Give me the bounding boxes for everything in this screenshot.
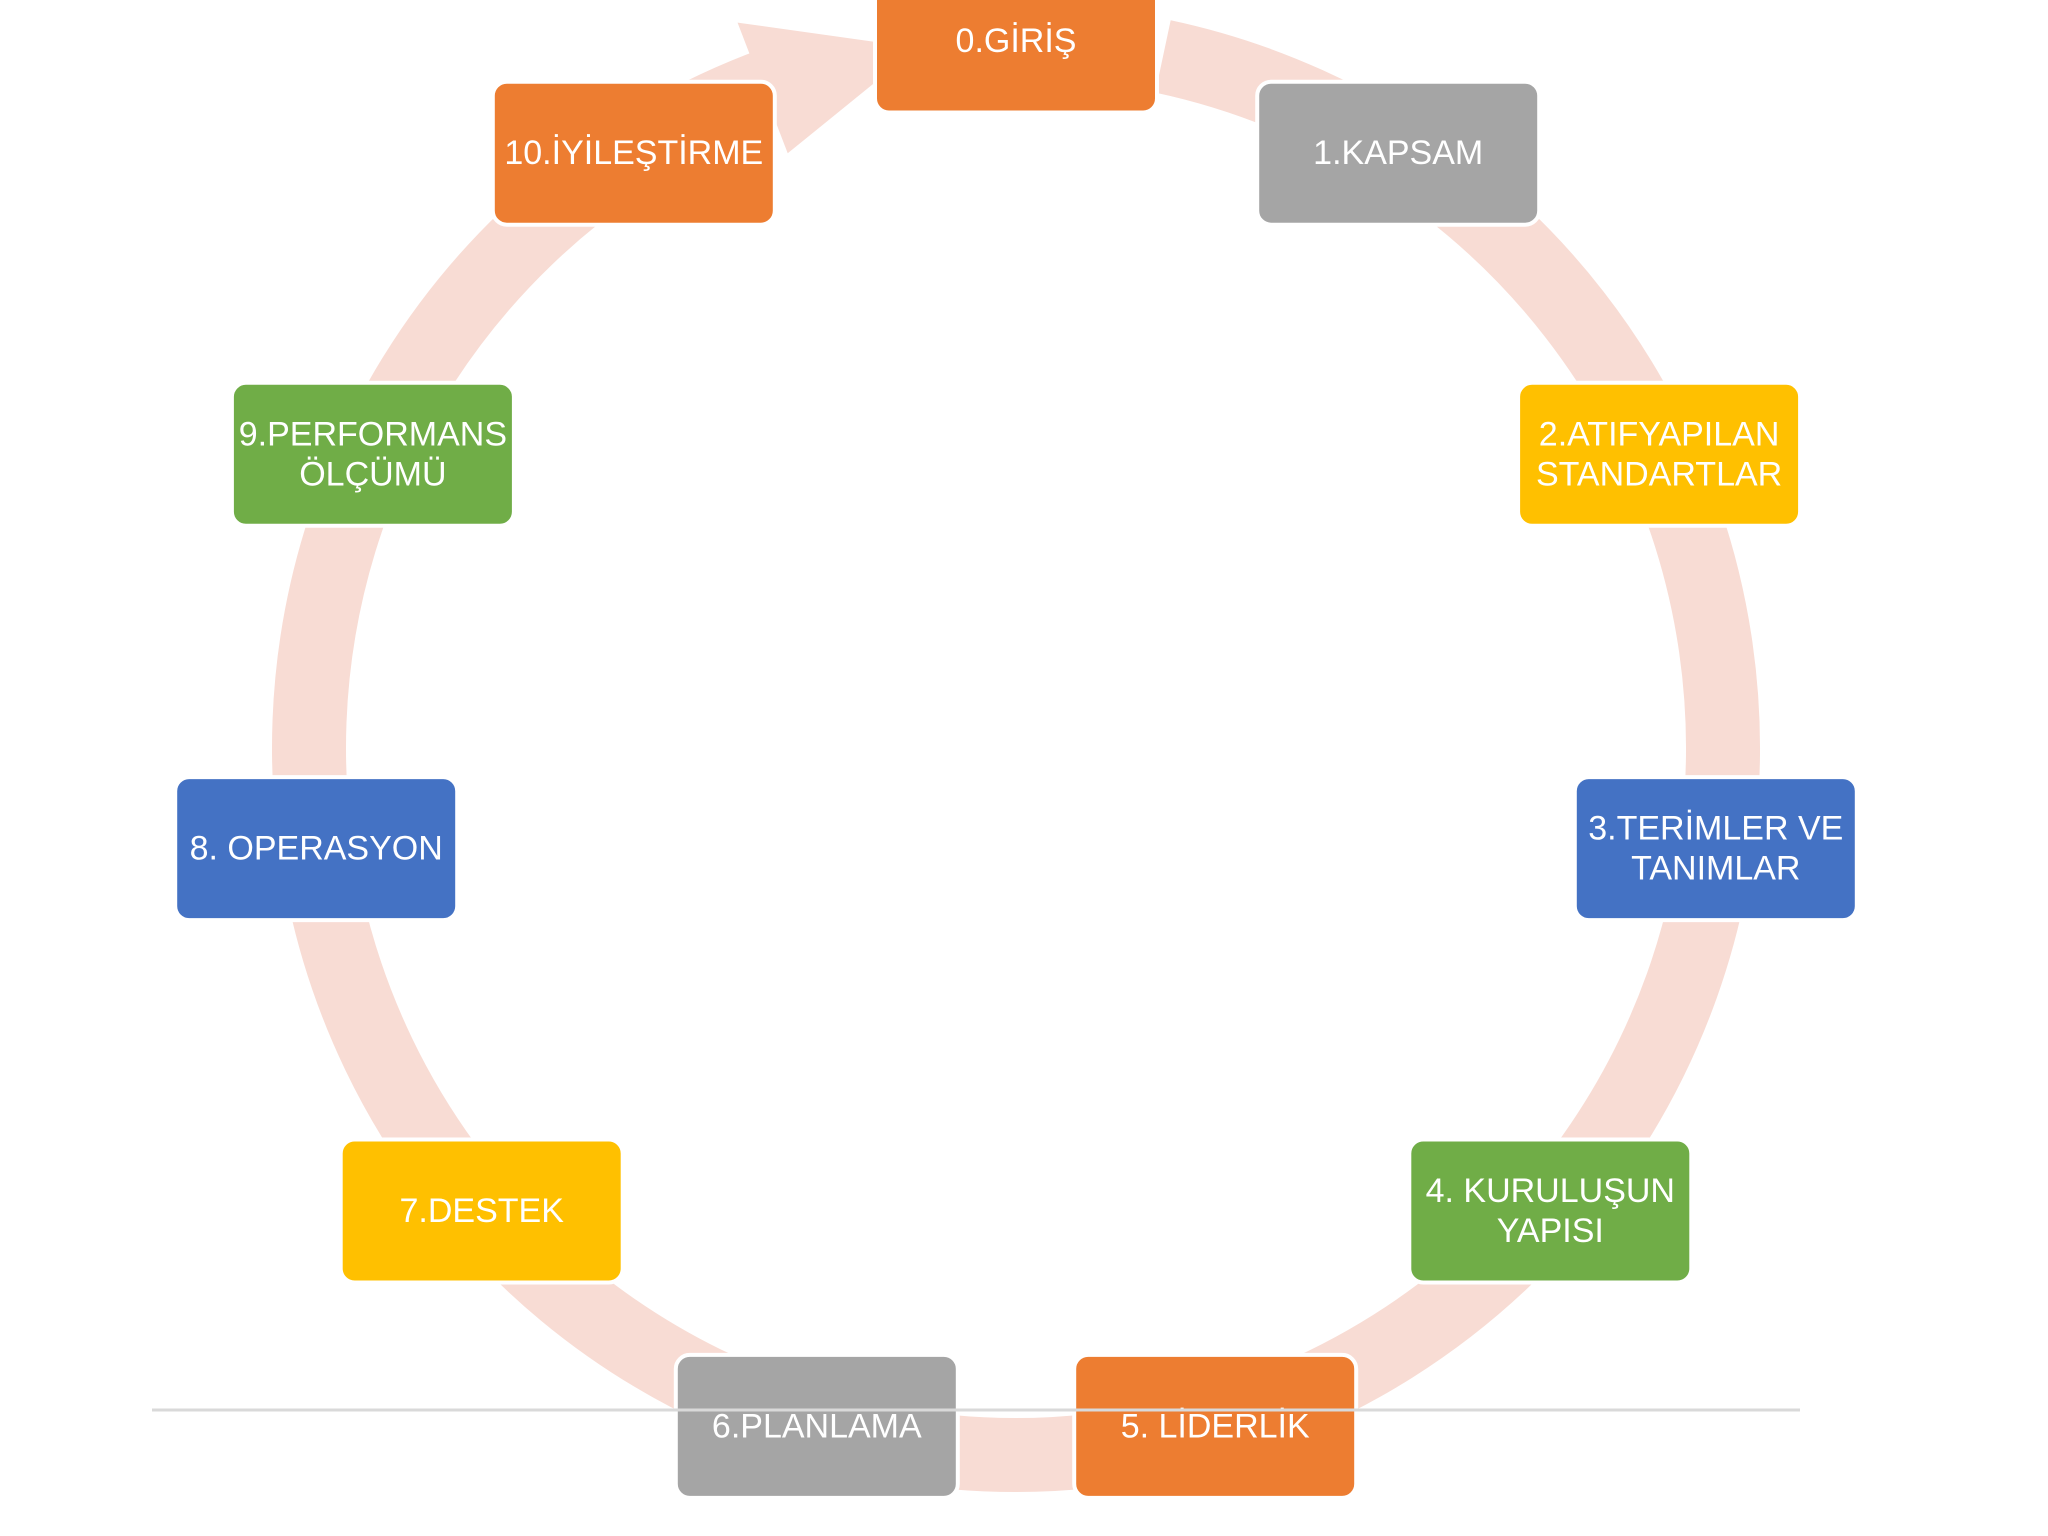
cycle-step-label: STANDARTLAR	[1536, 455, 1782, 493]
cycle-step-box	[1407, 1137, 1694, 1285]
cycle-step: 0.GİRİŞ	[873, 0, 1159, 115]
cycle-step-label: 0.GİRİŞ	[956, 22, 1077, 60]
cycle-step-label: ÖLÇÜMÜ	[299, 455, 446, 493]
cycle-step: 5. LİDERLİK	[1072, 1352, 1359, 1500]
cycle-step: 6.PLANLAMA	[673, 1352, 960, 1500]
cycle-step: 8. OPERASYON	[173, 775, 460, 923]
cycle-arrowhead	[737, 22, 918, 154]
cycle-step-box	[1572, 775, 1859, 923]
cycle-step-box	[1072, 1352, 1359, 1500]
cycle-step-label: YAPISI	[1497, 1212, 1604, 1250]
cycle-step-box	[673, 1352, 960, 1500]
cycle-step-box	[873, 0, 1159, 115]
cycle-step: 10.İYİLEŞTİRME	[490, 79, 777, 227]
cycle-step-box	[1516, 380, 1803, 528]
cycle-step-box	[490, 79, 777, 227]
cycle-step-label: 9.PERFORMANS	[239, 415, 507, 453]
cycle-step-label: 7.DESTEK	[400, 1192, 565, 1230]
cycle-step-label: 5. LİDERLİK	[1121, 1407, 1310, 1445]
cycle-step: 1.KAPSAM	[1255, 79, 1542, 227]
cycle-step-box	[173, 775, 460, 923]
cycle-step: 7.DESTEK	[338, 1137, 625, 1285]
cycle-step-label: TANIMLAR	[1631, 850, 1800, 888]
cycle-step-label: 10.İYİLEŞTİRME	[504, 134, 763, 172]
cycle-step-label: 3.TERİMLER VE	[1588, 810, 1843, 848]
cycle-step-label: 4. KURULUŞUN	[1426, 1172, 1675, 1210]
cycle-step-label: 8. OPERASYON	[190, 830, 443, 868]
cycle-step-box	[229, 380, 516, 528]
cycle-step-label: 2.ATIFYAPILAN	[1539, 415, 1780, 453]
cycle-step-label: 1.KAPSAM	[1313, 134, 1483, 172]
cycle-step-box	[1255, 79, 1542, 227]
cycle-step-box	[338, 1137, 625, 1285]
cycle-step-label: 6.PLANLAMA	[712, 1407, 922, 1445]
